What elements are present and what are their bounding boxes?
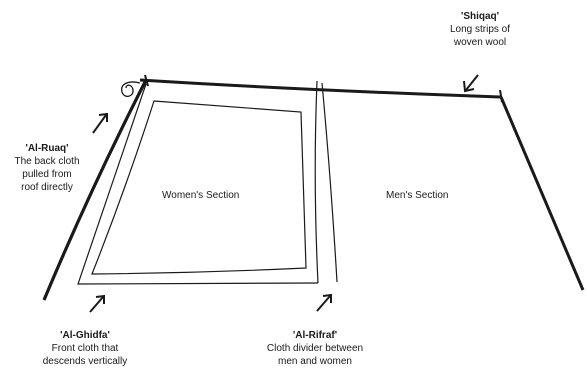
ruaq-line-2: pulled from xyxy=(2,168,92,181)
mens-section-right-wall xyxy=(501,97,583,290)
ghidfa-line-1: Front cloth that xyxy=(25,342,145,355)
shiqaq-arrow xyxy=(464,75,478,91)
shiqaq-line-1: Long strips of xyxy=(425,23,535,36)
al-ghidfa-outer-edge xyxy=(78,84,318,284)
ghidfa-arrow xyxy=(90,296,104,312)
ruaq-line-3: roof directly xyxy=(2,181,92,194)
al-rifraf-divider xyxy=(315,81,318,283)
ruaq-title: 'Al-Ruaq' xyxy=(2,142,92,155)
womens-section-label: Women's Section xyxy=(162,190,239,201)
tent-roof-line xyxy=(140,80,500,97)
mens-section-label: Men's Section xyxy=(386,190,449,201)
ghidfa-callout: 'Al-Ghidfa' Front cloth that descends ve… xyxy=(25,329,145,368)
shiqaq-line-2: woven wool xyxy=(425,36,535,49)
ruaq-callout: 'Al-Ruaq' The back cloth pulled from roo… xyxy=(2,142,92,194)
ruaq-line-1: The back cloth xyxy=(2,155,92,168)
shiqaq-title: 'Shiqaq' xyxy=(425,10,535,23)
rifraf-title: 'Al-Rifraf' xyxy=(250,329,380,342)
shiqaq-callout: 'Shiqaq' Long strips of woven wool xyxy=(425,10,535,49)
rifraf-arrow xyxy=(317,295,331,311)
ghidfa-title: 'Al-Ghidfa' xyxy=(25,329,145,342)
rifraf-callout: 'Al-Rifraf' Cloth divider between men an… xyxy=(250,329,380,368)
ghidfa-line-2: descends vertically xyxy=(25,355,145,368)
al-rifraf-divider-inner xyxy=(322,83,337,282)
rifraf-line-1: Cloth divider between xyxy=(250,342,380,355)
ruaq-arrow xyxy=(93,114,107,133)
rifraf-line-2: men and women xyxy=(250,355,380,368)
